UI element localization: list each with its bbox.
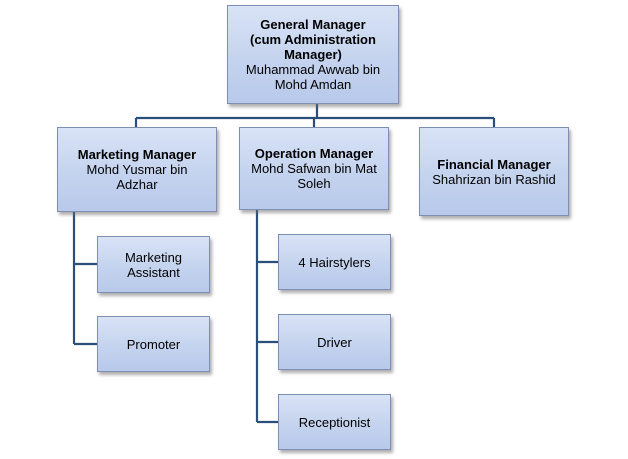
financial-manager-title: Financial Manager [437,156,551,172]
promoter-label: Promoter [126,336,181,352]
receptionist-box: Receptionist [278,394,391,450]
marketing-assistant-label: Marketing Assistant [124,249,183,280]
financial-manager-person: Shahrizan bin Rashid [432,171,556,187]
hairstylers-box: 4 Hairstylers [278,234,391,290]
operation-manager-box: Operation Manager Mohd Safwan bin Mat So… [239,127,389,210]
marketing-assistant-box: Marketing Assistant [97,236,210,293]
general-manager-title: General Manager (cum Administration Mana… [250,17,376,62]
marketing-manager-box: Marketing Manager Mohd Yusmar bin Adzhar [57,127,217,212]
receptionist-label: Receptionist [298,414,371,430]
operation-manager-title: Operation Manager [254,146,374,161]
driver-label: Driver [317,334,352,350]
general-manager-box: General Manager (cum Administration Mana… [227,5,399,104]
hairstylers-label: 4 Hairstylers [298,254,371,270]
marketing-manager-title: Marketing Manager [77,147,197,162]
promoter-box: Promoter [97,316,210,372]
general-manager-person: Muhammad Awwab bin Mohd Amdan [245,62,381,92]
driver-box: Driver [278,314,391,370]
marketing-manager-person: Mohd Yusmar bin Adzhar [86,162,188,192]
financial-manager-box: Financial Manager Shahrizan bin Rashid [419,127,569,216]
operation-manager-person: Mohd Safwan bin Mat Soleh [251,161,377,191]
